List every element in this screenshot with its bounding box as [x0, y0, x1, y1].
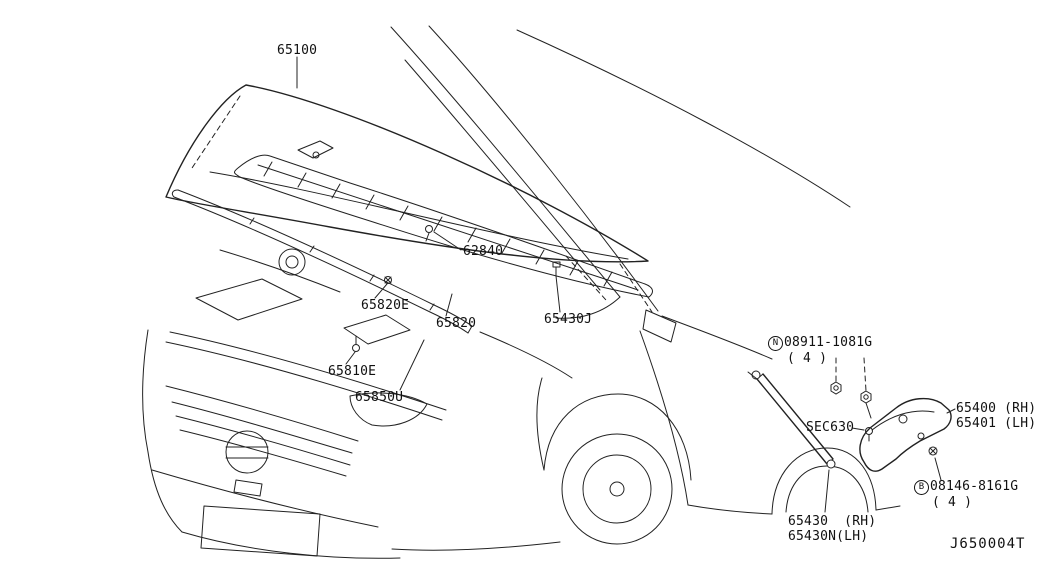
front-seal-art: [171, 189, 473, 391]
part-label-65820E: 65820E: [361, 298, 410, 313]
hinge-bracket-shape: [859, 397, 952, 472]
part-label-65850U: 65850U: [355, 390, 404, 405]
hood-stay-art: [747, 370, 836, 513]
clip-62840-icon: [425, 225, 433, 233]
leader-65430J: [555, 275, 561, 313]
leader-65430: [824, 469, 830, 513]
car-body-art: [142, 25, 901, 559]
circled-n-icon: N: [768, 336, 783, 351]
part-label-65430n-lh: 65430N(LH): [788, 529, 869, 544]
clip-65810E-icon: [352, 344, 360, 352]
clip-65820E-icon: [384, 276, 392, 284]
hinge-assembly-art: [747, 357, 956, 513]
leader-65400: [946, 408, 956, 414]
clip-art: [345, 225, 653, 365]
part-label-65430-rh: 65430 (RH): [788, 514, 877, 529]
brand-emblem: [225, 430, 269, 497]
leader-65850U: [399, 339, 425, 391]
hinge-nut-icon: [860, 390, 872, 404]
part-label-hinge-bolt-qty: ( 4 ): [932, 495, 973, 510]
hood-insulator-art: [234, 154, 653, 317]
part-label-65400: 65400 (RH): [956, 401, 1037, 416]
part-label-65430J: 65430J: [544, 312, 593, 327]
leader-hinge-bolt: [934, 457, 942, 481]
hinge-nut-icon: [830, 381, 842, 395]
leader-65820: [445, 293, 453, 317]
leader-65810E: [345, 351, 356, 365]
part-label-65810E: 65810E: [328, 364, 377, 379]
part-label-65401: 65401 (LH): [956, 416, 1037, 431]
section-ref-label: SEC630: [806, 420, 855, 435]
part-label-65100: 65100: [277, 43, 318, 58]
circled-b-icon: B: [914, 480, 929, 495]
diagram-code: J650004T: [950, 536, 1026, 552]
part-label-hinge-nut-qty: ( 4 ): [787, 351, 828, 366]
hood-bumper-icon: [552, 261, 561, 277]
hood-panel-art: [165, 56, 649, 263]
hinge-bolt-icon: [928, 446, 938, 456]
leader-62840: [433, 231, 462, 251]
leader-sec630: [851, 427, 865, 431]
leader-65820E: [374, 283, 388, 299]
part-label-62840: 62840: [463, 244, 504, 259]
part-label-65820: 65820: [436, 316, 477, 331]
leader-hinge-nut-2: [863, 357, 867, 392]
